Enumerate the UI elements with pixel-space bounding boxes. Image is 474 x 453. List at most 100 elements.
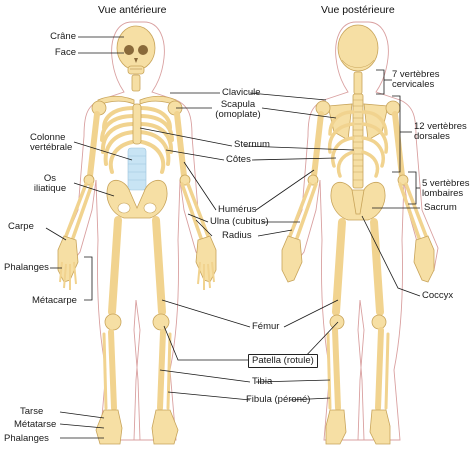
label-dorsales-line2: dorsales xyxy=(414,131,450,142)
anterior-radius-left xyxy=(64,182,88,238)
label-patella: Patella (rotule) xyxy=(248,354,318,368)
posterior-sacrum xyxy=(351,189,365,215)
posterior-hand-left xyxy=(281,235,303,283)
anterior-femur-left xyxy=(108,216,122,316)
leader-patella-post xyxy=(301,321,339,361)
posterior-foot-left xyxy=(325,409,347,445)
posterior-occipital xyxy=(341,59,375,68)
label-fibula: Fibula (péroné) xyxy=(246,394,311,405)
anterior-tibia-left xyxy=(108,329,117,411)
posterior-knee-left xyxy=(329,314,345,330)
leader-cotes xyxy=(165,149,225,161)
posterior-knee-right xyxy=(371,314,387,330)
bracket-main xyxy=(84,256,93,301)
anterior-patella-right xyxy=(152,313,170,331)
anterior-nasal-cavity xyxy=(134,58,138,63)
leader-fibula-post xyxy=(289,397,331,401)
leader-femur xyxy=(161,299,251,328)
label-sacrum: Sacrum xyxy=(424,202,457,213)
anterior-hand-right xyxy=(195,235,217,283)
leader-humerus xyxy=(183,161,217,211)
label-metacarpe: Métacarpe xyxy=(32,295,77,306)
posterior-forearm-right-b xyxy=(398,182,421,240)
label-cervicales: 7 vertèbres cervicales xyxy=(392,70,440,90)
posterior-skeleton xyxy=(281,21,439,445)
label-radius: Radius xyxy=(222,230,252,241)
anterior-phalanges-right xyxy=(197,261,215,290)
label-crane: Crâne xyxy=(50,31,76,42)
anterior-eye-socket-left xyxy=(124,45,134,55)
leader-tibia-post xyxy=(255,379,331,383)
label-tibia: Tibia xyxy=(252,376,273,387)
leader-cotes-post xyxy=(251,157,337,161)
anterior-skull xyxy=(116,25,156,71)
spine-brackets xyxy=(372,69,420,209)
label-colonne-line2: vertébrale xyxy=(30,142,73,153)
label-scapula-line2: (omoplate) xyxy=(215,109,261,120)
anterior-cervical-spine xyxy=(131,74,141,92)
anterior-patella-left xyxy=(104,313,122,331)
posterior-skull xyxy=(337,24,379,72)
label-os-iliaque-line2: iliatique xyxy=(33,183,67,194)
anterior-obturator-left xyxy=(117,202,131,214)
label-face: Face xyxy=(54,47,76,58)
label-clavicule: Clavicule xyxy=(222,87,261,98)
anterior-clavicle-left xyxy=(97,95,135,106)
label-carpe: Carpe xyxy=(8,221,34,232)
leader-femur-post xyxy=(283,299,339,328)
anterior-mandible xyxy=(127,65,145,75)
posterior-forearm-left-b xyxy=(295,182,318,240)
leader-clavicule-post xyxy=(249,92,327,101)
label-coccyx: Coccyx xyxy=(422,290,454,301)
label-phalanges-pied: Phalanges xyxy=(4,433,49,444)
label-phalanges-main: Phalanges xyxy=(4,262,49,273)
anterior-radius-right xyxy=(186,182,210,238)
posterior-tibia-right xyxy=(375,327,384,411)
label-colonne: Colonne vertébrale xyxy=(30,133,72,153)
anterior-hand-left xyxy=(57,235,79,283)
posterior-forearm-right-a xyxy=(404,182,428,238)
bracket-dorsales xyxy=(392,95,401,173)
label-ulna: Ulna (cubitus) xyxy=(210,216,269,227)
bracket-cervicales xyxy=(376,69,385,95)
posterior-fibula-right xyxy=(384,332,390,410)
posterior-body-outline xyxy=(285,21,439,441)
posterior-pelvis xyxy=(330,181,386,221)
anterior-ulna-right xyxy=(180,182,203,240)
leader-lines xyxy=(45,36,421,439)
leader-os-iliaque xyxy=(73,182,115,197)
posterior-ribs xyxy=(327,110,389,178)
leader-scapula-post xyxy=(261,107,337,119)
leader-patella xyxy=(163,325,250,361)
anterior-skeleton xyxy=(57,21,217,445)
label-lombaires-line1: 5 vertèbres xyxy=(422,178,470,189)
leader-sternum xyxy=(139,127,233,147)
leader-carpe xyxy=(45,227,67,241)
anterior-view-title: Vue antérieure xyxy=(98,4,167,16)
posterior-vertebral-column xyxy=(352,71,364,189)
label-dorsales: 12 vertèbres dorsales xyxy=(414,122,467,142)
anterior-lumbar-spine xyxy=(127,147,147,191)
anterior-sternum xyxy=(132,103,142,145)
posterior-fibula-left xyxy=(326,332,332,410)
label-cervicales-line1: 7 vertèbres xyxy=(392,69,440,80)
label-humerus: Humérus xyxy=(218,204,257,215)
leader-tibia xyxy=(159,369,251,383)
leader-sternum-post xyxy=(243,145,355,151)
posterior-humerus-left xyxy=(311,111,324,179)
label-femur: Fémur xyxy=(252,321,280,332)
label-lombaires: 5 vertèbres lombaires xyxy=(422,179,470,199)
posterior-humerus-right xyxy=(392,111,405,179)
label-scapula-line1: Scapula xyxy=(220,99,256,110)
label-scapula: Scapula (omoplate) xyxy=(214,100,262,120)
posterior-femur-left xyxy=(332,218,346,316)
anterior-fibula-left xyxy=(102,332,108,410)
anterior-clavicle-right xyxy=(139,95,177,106)
anterior-lumbar-discs xyxy=(128,155,146,181)
label-dorsales-line1: 12 vertèbres xyxy=(414,121,467,132)
label-os-iliaque: Os iliatique xyxy=(28,174,72,194)
label-cervicales-line2: cervicales xyxy=(392,79,435,90)
label-metatarse: Métatarse xyxy=(14,419,57,430)
posterior-forearm-left-a xyxy=(288,182,312,238)
